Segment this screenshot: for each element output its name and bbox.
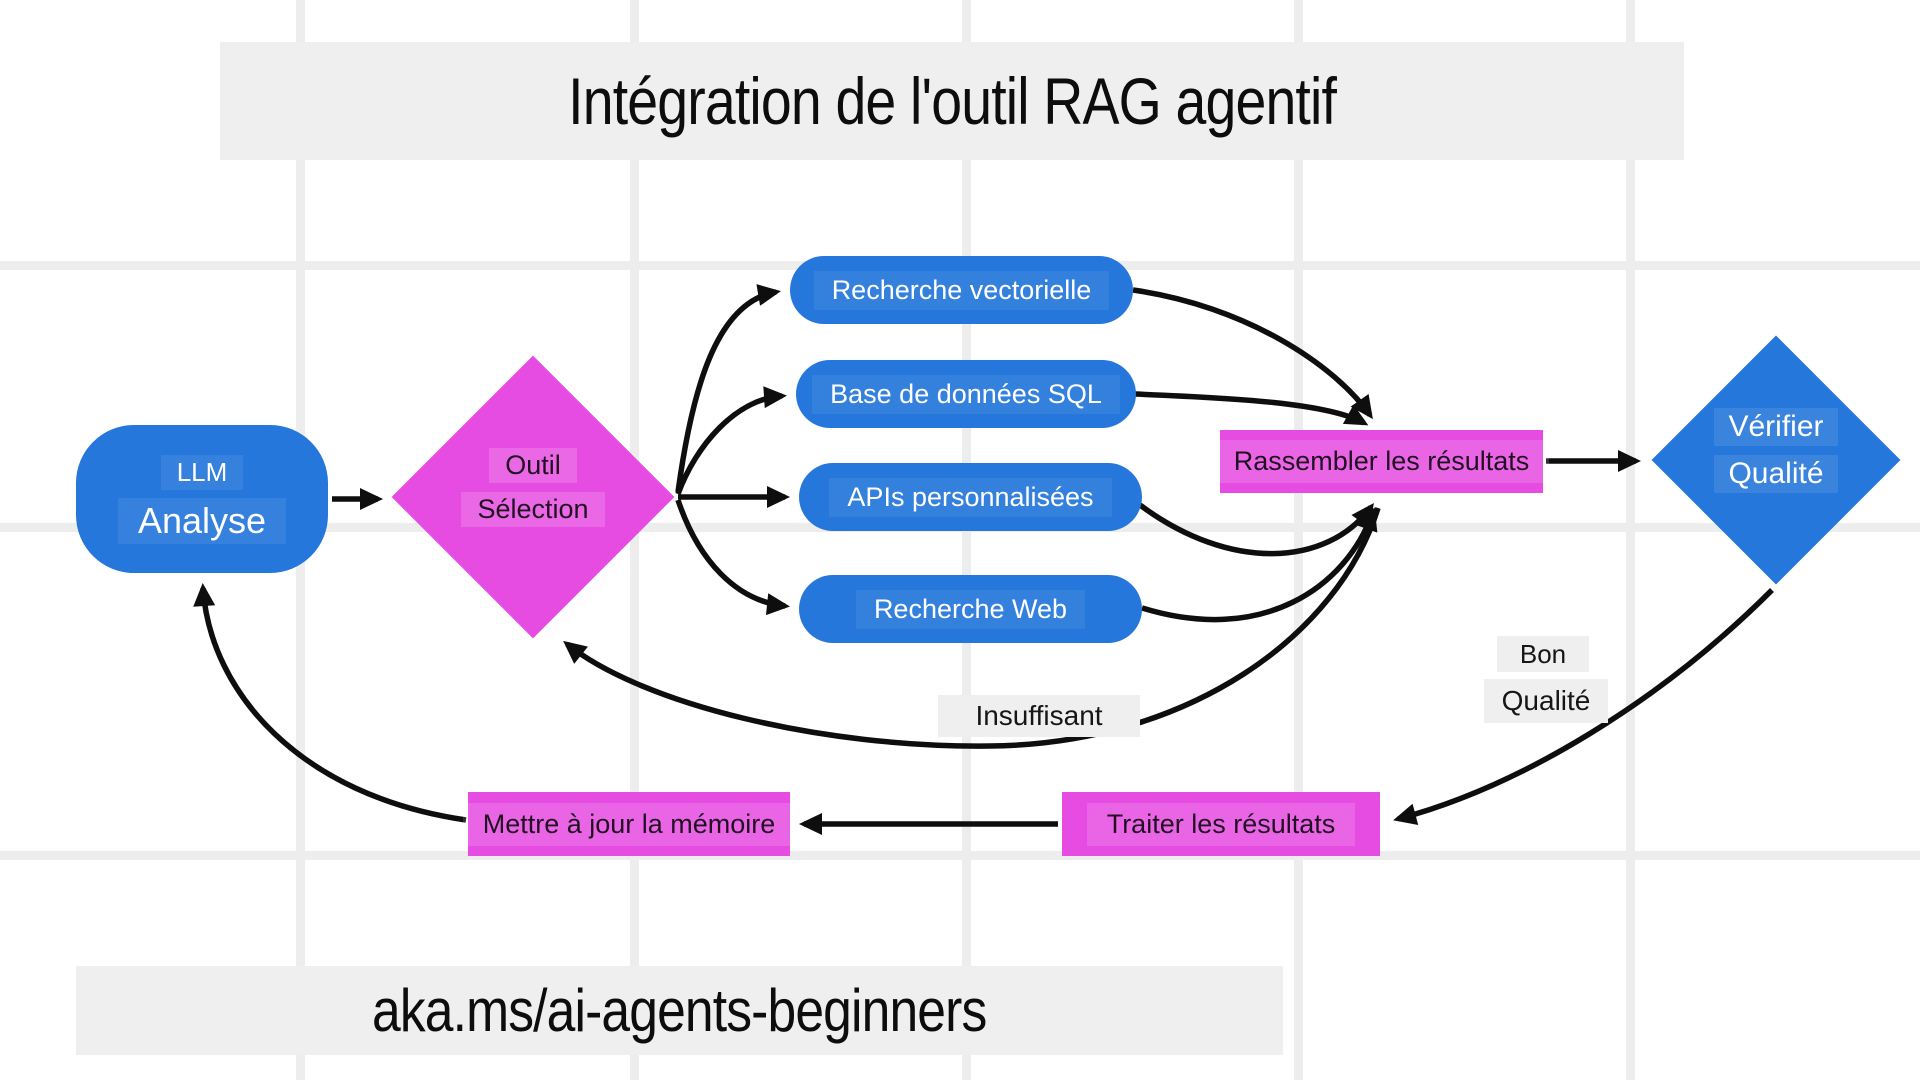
edge-label-quality: Qualité <box>1484 679 1608 723</box>
node-tool-selection-label: Outil Sélection <box>433 448 633 527</box>
edge-apis-to-gather <box>1138 502 1374 557</box>
node-verify-quality-label: Vérifier Qualité <box>1678 408 1874 493</box>
edge-label-good-text: Bon <box>1519 638 1567 669</box>
footer-link-text: aka.ms/ai-agents-beginners <box>372 977 987 1044</box>
node-gather-results-label: Rassembler les résultats <box>1213 440 1550 483</box>
node-update-memory-label: Mettre à jour la mémoire <box>462 802 796 846</box>
node-llm-analyse-line2: Analyse <box>117 497 287 544</box>
edge-selection-to-vector <box>675 284 781 493</box>
edge-sql-to-gather <box>1134 391 1369 426</box>
node-vector-search-label: Recherche vectorielle <box>813 270 1110 310</box>
edge-vector-to-gather <box>1132 287 1373 420</box>
node-tool-selection-line1: Outil <box>489 448 577 483</box>
node-llm-analyse-line1: LLM <box>160 454 244 490</box>
edge-label-insufficient: Insuffisant <box>938 695 1140 737</box>
title-banner: Intégration de l'outil RAG agentif <box>220 42 1684 160</box>
grid-line <box>0 851 1920 860</box>
node-verify-quality-line2: Qualité <box>1714 455 1838 493</box>
node-web-search: Recherche Web <box>799 575 1142 643</box>
node-web-search-label: Recherche Web <box>855 589 1086 629</box>
node-tool-selection-line2: Sélection <box>461 492 605 527</box>
edge-label-quality-text: Qualité <box>1501 685 1591 716</box>
node-process-results: Traiter les résultats <box>1062 792 1380 856</box>
edge-verify-to-process <box>1393 588 1774 825</box>
footer-banner: aka.ms/ai-agents-beginners <box>76 966 1283 1055</box>
edge-label-good: Bon <box>1497 636 1589 672</box>
node-sql-database-label: Base de données SQL <box>812 374 1120 414</box>
grid-line <box>962 0 971 1080</box>
edge-gather-insufficient-to-selection <box>563 507 1381 749</box>
grid-line <box>1294 0 1303 1080</box>
edge-update-to-llm <box>193 583 467 823</box>
node-gather-results: Rassembler les résultats <box>1213 430 1550 493</box>
grid-line <box>630 0 639 1080</box>
node-sql-database: Base de données SQL <box>796 360 1136 428</box>
grid-line <box>1626 0 1635 1080</box>
node-verify-quality-line1: Vérifier <box>1714 408 1838 446</box>
edge-web-to-gather <box>1141 507 1378 623</box>
page-title: Intégration de l'outil RAG agentif <box>568 64 1337 138</box>
node-custom-apis: APIs personnalisées <box>799 463 1142 531</box>
node-vector-search: Recherche vectorielle <box>790 256 1133 324</box>
edge-selection-to-sql <box>675 386 787 495</box>
node-process-results-label: Traiter les résultats <box>1086 802 1356 846</box>
edge-label-insufficient-text: Insuffisant <box>975 700 1103 731</box>
node-custom-apis-label: APIs personnalisées <box>829 477 1112 517</box>
node-update-memory: Mettre à jour la mémoire <box>462 792 796 856</box>
node-llm-analyse: LLM Analyse <box>76 425 328 573</box>
edge-selection-to-web <box>675 499 790 616</box>
